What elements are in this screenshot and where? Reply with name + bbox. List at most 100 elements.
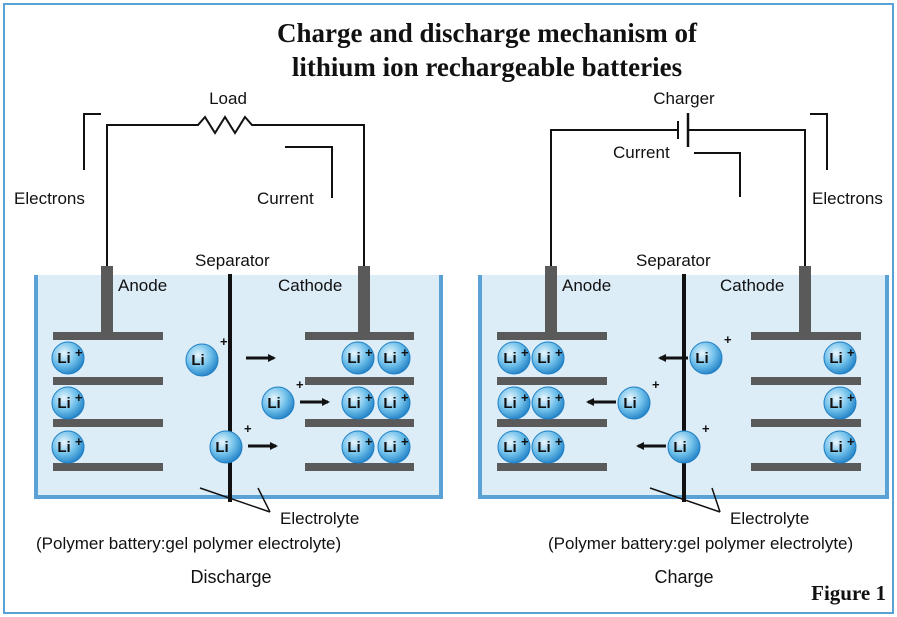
lithium-ion-symbol: Li <box>503 439 516 456</box>
lithium-ion-sphere <box>823 430 857 464</box>
discharge-load-label: Load <box>209 89 247 108</box>
discharge-cathode-plate <box>305 463 414 471</box>
lithium-ion-sphere <box>531 341 565 375</box>
discharge-cathode-plate <box>305 332 414 340</box>
charge-cathode-plate <box>751 377 861 385</box>
lithium-ion-charge: + <box>401 390 409 405</box>
charge-lithium-ion: Li + <box>497 430 531 464</box>
lithium-ion-sphere <box>377 430 411 464</box>
charge-lithium-ion: Li+ <box>617 377 660 420</box>
charge-separator <box>682 274 686 502</box>
lithium-ion-sphere <box>341 386 375 420</box>
discharge-anode-plate <box>53 419 163 427</box>
lithium-ion-charge: + <box>75 434 83 449</box>
lithium-ion-symbol: Li <box>829 350 842 367</box>
charge-anode-stem <box>545 266 557 336</box>
lithium-ion-symbol: Li <box>347 350 360 367</box>
lithium-ion-charge: + <box>296 377 304 392</box>
lithium-ion-symbol: Li <box>537 439 550 456</box>
lithium-ion-charge: + <box>365 434 373 449</box>
charge-lithium-ion: Li+ <box>497 386 531 420</box>
discharge-current-indicator <box>285 146 333 198</box>
lithium-ion-sphere <box>51 386 85 420</box>
lithium-ion-symbol: Li <box>829 395 842 412</box>
discharge-electrolyte-note: (Polymer battery:gel polymer electrolyte… <box>36 534 341 553</box>
lithium-ions-layer: Li+Li+Li+Li+Li+Li+Li+Li+Li+Li+Li+Li+Li+L… <box>51 332 857 464</box>
lithium-ion-sphere <box>51 430 85 464</box>
charge-anode-plate <box>497 419 607 427</box>
discharge-electrolyte-tank <box>34 275 443 499</box>
lithium-ion-charge: + <box>401 434 409 449</box>
discharge-lithium-ion: Li + <box>377 430 411 464</box>
charge-lithium-ion: Li+ <box>823 430 857 464</box>
discharge-cathode-label: Cathode <box>278 276 342 295</box>
charge-anode-plate <box>497 332 607 340</box>
lithium-ion-charge: + <box>847 390 855 405</box>
charge-electrolyte-pointer <box>711 487 721 513</box>
discharge-lithium-ion: Li + <box>377 341 411 375</box>
discharge-electrolyte-label: Electrolyte <box>280 509 359 528</box>
discharge-anode-plate <box>53 463 163 471</box>
lithium-ion-sphere <box>497 430 531 464</box>
charge-anode-plate <box>497 377 607 385</box>
lithium-ion-symbol: Li <box>537 395 550 412</box>
charge-anode-label: Anode <box>562 276 611 295</box>
title-line-2: lithium ion rechargeable batteries <box>292 52 682 82</box>
charge-current-label: Current <box>613 143 670 162</box>
charge-lithium-ion: Li+ <box>531 341 565 375</box>
lithium-ion-sphere <box>531 386 565 420</box>
discharge-lithium-ion: Li+ <box>341 430 375 464</box>
charge-charger-label: Charger <box>653 89 715 108</box>
lithium-ion-sphere <box>377 386 411 420</box>
charge-anode-plate <box>497 463 607 471</box>
charge-lithium-ion: Li + <box>667 421 710 464</box>
lithium-ion-charge: + <box>521 434 529 449</box>
charge-electrolyte-pointer <box>649 487 721 513</box>
lithium-ion-charge: + <box>521 345 529 360</box>
discharge-panel: Load Electrons Current Anode Cathode Sep… <box>14 89 443 587</box>
discharge-anode-stem <box>101 266 113 336</box>
charge-separator-label: Separator <box>636 251 711 270</box>
discharge-cathode-stem <box>358 266 370 336</box>
discharge-electrolyte-pointer <box>199 487 271 513</box>
charge-lithium-ion: Li+ <box>531 430 565 464</box>
lithium-ion-charge: + <box>365 345 373 360</box>
charge-electrolyte-note: (Polymer battery:gel polymer electrolyte… <box>548 534 853 553</box>
lithium-ion-charge: + <box>521 390 529 405</box>
lithium-ion-sphere <box>377 341 411 375</box>
discharge-current-label: Current <box>257 189 314 208</box>
discharge-separator <box>228 274 232 502</box>
lithium-ion-sphere <box>185 343 219 377</box>
lithium-ion-symbol: Li <box>383 439 396 456</box>
lithium-ion-charge: + <box>702 421 710 436</box>
lithium-ion-sphere <box>531 430 565 464</box>
charge-electrons-indicator <box>810 113 828 170</box>
charge-cathode-label: Cathode <box>720 276 784 295</box>
lithium-ion-charge: + <box>401 345 409 360</box>
lithium-ion-charge: + <box>75 390 83 405</box>
charge-panel: Charger Electrons Current Anode Cathode … <box>478 89 889 587</box>
lithium-ion-symbol: Li <box>383 350 396 367</box>
discharge-lithium-ion: Li+ <box>51 341 85 375</box>
lithium-ion-symbol: Li <box>191 352 204 369</box>
charge-cathode-plate <box>751 332 861 340</box>
lithium-ion-charge: + <box>847 345 855 360</box>
discharge-anode-plate <box>53 377 163 385</box>
charge-cathode-plate <box>751 419 861 427</box>
discharge-lithium-ion: Li+ <box>185 334 228 377</box>
discharge-cathode-plate <box>305 419 414 427</box>
charge-lithium-ion: Li+ <box>497 341 531 375</box>
lithium-ion-symbol: Li <box>215 439 228 456</box>
charge-lithium-ion: Li + <box>823 341 857 375</box>
lithium-ion-symbol: Li <box>537 350 550 367</box>
lithium-ion-sphere <box>823 341 857 375</box>
discharge-electrons-label: Electrons <box>14 189 85 208</box>
lithium-ion-charge: + <box>75 345 83 360</box>
charge-electrons-label: Electrons <box>812 189 883 208</box>
lithium-ion-symbol: Li <box>673 439 686 456</box>
lithium-ion-symbol: Li <box>383 395 396 412</box>
lithium-ion-sphere <box>617 386 651 420</box>
lithium-ion-sphere <box>209 430 243 464</box>
figure-label: Figure 1 <box>811 581 886 605</box>
